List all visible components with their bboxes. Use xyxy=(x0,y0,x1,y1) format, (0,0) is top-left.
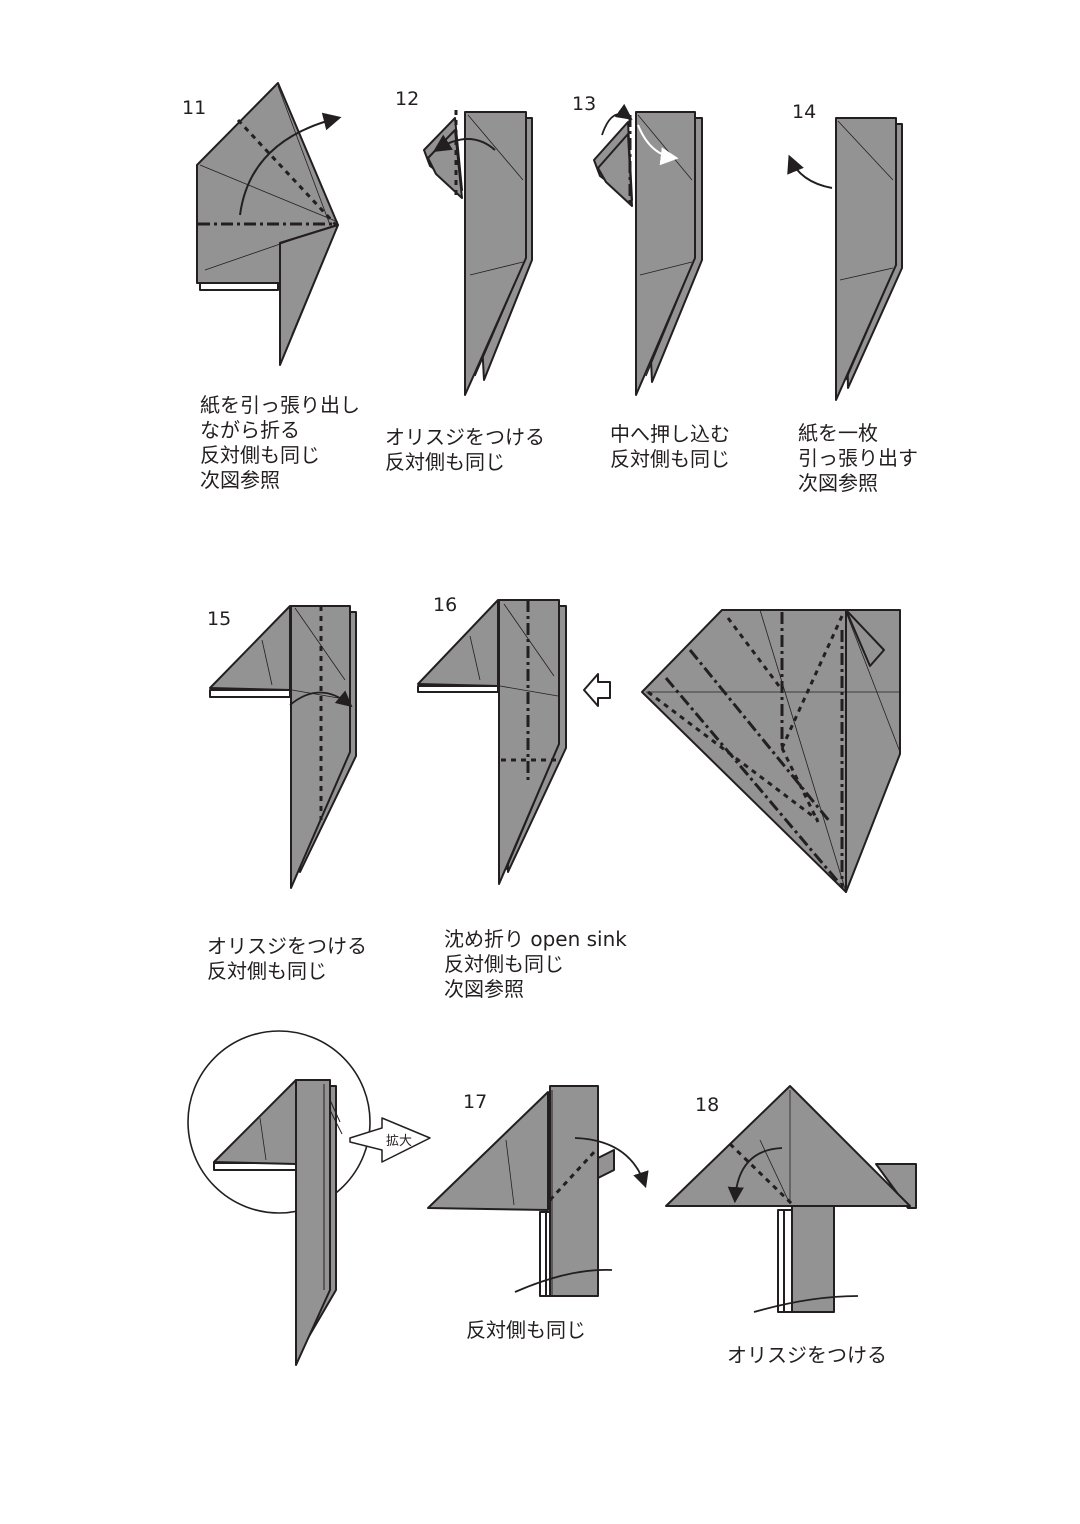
step-number: 13 xyxy=(572,93,597,115)
step-caption: 沈め折り open sink 反対側も同じ 次図参照 xyxy=(444,927,627,1002)
step-17-figure xyxy=(427,1085,649,1297)
caption-line: 反対側も同じ xyxy=(444,952,564,976)
caption-line: 引っ張り出す xyxy=(798,446,918,470)
step-caption: 反対側も同じ xyxy=(466,1318,586,1343)
step-16-figure xyxy=(417,599,567,885)
caption-line: 紙を一枚 xyxy=(798,421,878,445)
step-caption: 紙を一枚 引っ張り出す 次図参照 xyxy=(798,421,918,496)
step-14-figure xyxy=(787,117,903,401)
caption-line: 反対側も同じ xyxy=(200,443,320,467)
step-12-figure xyxy=(423,110,533,396)
caption-line: オリスジをつける xyxy=(385,425,545,449)
caption-line: 反対側も同じ xyxy=(385,450,505,474)
step-number: 12 xyxy=(395,88,420,110)
zoom-circle-figure xyxy=(187,1030,371,1366)
step-number: 11 xyxy=(182,97,207,119)
step-caption: 中へ押し込む 反対側も同じ xyxy=(610,422,730,472)
caption-line: 中へ押し込む xyxy=(610,422,730,446)
caption-line: 次図参照 xyxy=(444,977,524,1001)
caption-line: 反対側も同じ xyxy=(466,1318,586,1342)
caption-line: オリスジをつける xyxy=(727,1343,887,1367)
caption-line: 反対側も同じ xyxy=(610,447,730,471)
step-caption: 紙を引っ張り出し ながら折る 反対側も同じ 次図参照 xyxy=(200,393,360,493)
step-18-figure xyxy=(665,1085,917,1313)
step-15-figure xyxy=(209,605,357,889)
caption-line: 反対側も同じ xyxy=(207,959,327,983)
step-11-figure xyxy=(196,82,342,366)
caption-line: 次図参照 xyxy=(200,468,280,492)
caption-line: 沈め折り open sink xyxy=(444,927,627,951)
step-number: 17 xyxy=(463,1091,488,1113)
zoom-label: 拡大 xyxy=(386,1134,413,1149)
transition-arrow xyxy=(583,673,611,707)
zoom-arrow xyxy=(349,1117,431,1163)
caption-line: オリスジをつける xyxy=(207,934,367,958)
step-caption: オリスジをつける xyxy=(727,1343,887,1368)
step-number: 15 xyxy=(207,608,232,630)
step-caption: オリスジをつける 反対側も同じ xyxy=(207,934,367,984)
step-number: 14 xyxy=(792,101,817,123)
caption-line: 紙を引っ張り出し xyxy=(200,393,360,417)
step-16-detail-figure xyxy=(641,609,901,893)
caption-line: ながら折る xyxy=(200,418,300,442)
caption-line: 次図参照 xyxy=(798,471,878,495)
step-13-figure xyxy=(593,103,703,396)
step-caption: オリスジをつける 反対側も同じ xyxy=(385,425,545,475)
step-number: 16 xyxy=(433,594,458,616)
step-number: 18 xyxy=(695,1094,720,1116)
